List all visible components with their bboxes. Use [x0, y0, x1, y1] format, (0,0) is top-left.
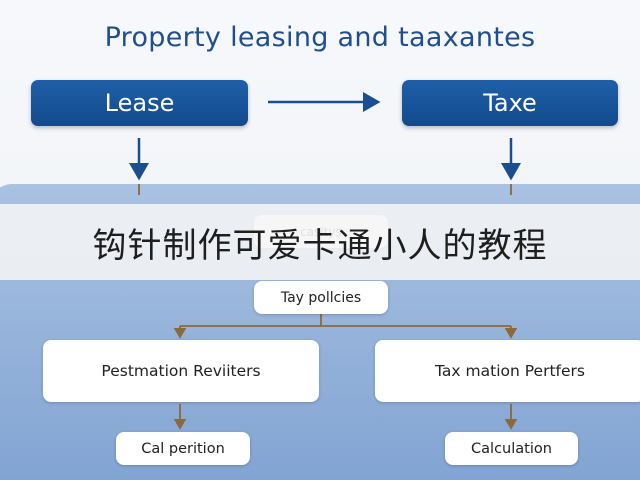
calculation-right-box: Calculation	[445, 432, 578, 465]
diagram-title: Property leasing and taaxantes	[104, 22, 536, 53]
estimation-box: Pestmation Reviiters	[43, 340, 319, 402]
overlay-banner: 钩针制作可爱卡通小人的教程	[0, 204, 640, 280]
taxe-box: Taxe	[402, 80, 618, 126]
lease-box: Lease	[31, 80, 248, 126]
tax-information-box: Tax mation Pertfers	[375, 340, 640, 402]
calculation-left-box: Cal perition	[116, 432, 250, 465]
tax-policies-box: Tay pollcies	[254, 281, 388, 314]
